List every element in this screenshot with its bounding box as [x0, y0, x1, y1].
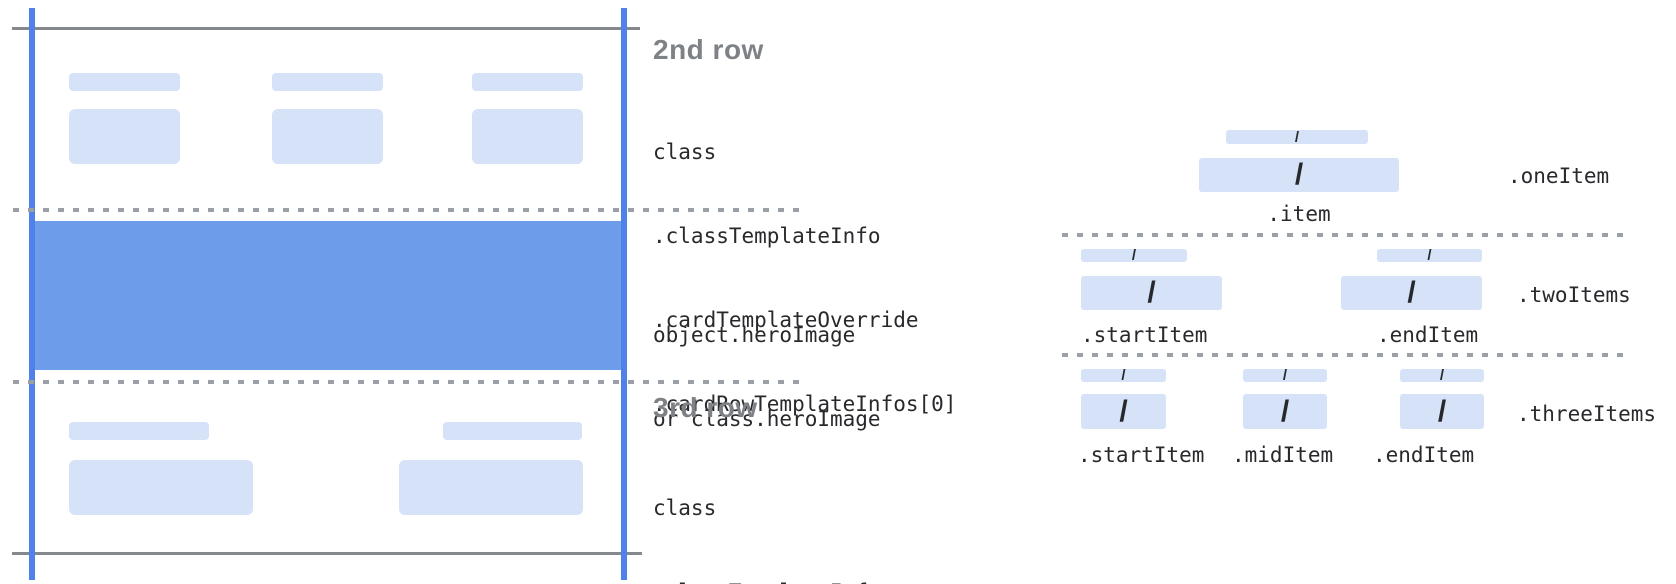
row2-col2-body-placeholder — [272, 109, 383, 164]
two-items-end-body-bar: / — [1341, 276, 1482, 310]
slash-icon: / — [1147, 276, 1156, 309]
three-items-mid-label: .midItem — [1232, 443, 1334, 467]
row3-right-title-placeholder — [443, 422, 582, 440]
one-item-item-label: .item — [1267, 202, 1331, 226]
row2-col1-body-placeholder — [69, 109, 180, 164]
three-items-end-title-bar: / — [1400, 367, 1484, 384]
three-items-end-label: .endItem — [1373, 443, 1475, 467]
hero-code-line-2: or class.heroImage — [653, 407, 881, 431]
row2-code-line-1: class — [653, 140, 717, 164]
row3-code-line-2: .classTemplateInfo — [653, 578, 956, 584]
one-item-label: .oneItem — [1508, 164, 1610, 188]
three-items-label: .threeItems — [1517, 402, 1657, 426]
row2-col1-title-placeholder — [69, 73, 180, 91]
row3-heading: 3rd row — [653, 392, 758, 423]
two-items-start-body-bar: / — [1081, 276, 1222, 310]
two-items-start-title-bar: / — [1081, 247, 1187, 264]
row2-code-line-4: .cardRowTemplateInfos[0] — [653, 392, 957, 416]
row2-heading: 2nd row — [653, 34, 764, 65]
three-items-start-body-bar: / — [1081, 394, 1166, 429]
two-items-end-label: .endItem — [1377, 323, 1479, 347]
row3-code-line-1: class — [653, 496, 717, 520]
hero-row3-dashed-divider — [13, 380, 800, 384]
two-items-start-label: .startItem — [1081, 323, 1208, 347]
slash-icon: / — [1121, 367, 1126, 384]
card-top-boundary-line — [12, 27, 640, 30]
two-items-end-title-bar: / — [1377, 247, 1482, 264]
slash-icon: / — [1280, 394, 1290, 428]
card-left-guide-line — [29, 8, 35, 580]
one-item-title-bar: / — [1226, 128, 1368, 146]
slash-icon: / — [1437, 394, 1447, 428]
slash-icon: / — [1282, 367, 1288, 384]
three-items-start-title-bar: / — [1081, 367, 1166, 384]
slash-icon: / — [1294, 128, 1300, 146]
row3-code-block: class .classTemplateInfo .cardTemplateOv… — [653, 438, 956, 584]
row2-code-line-3: .cardTemplateOverride — [653, 308, 919, 332]
row2-col2-title-placeholder — [272, 73, 383, 91]
three-items-end-body-bar: / — [1400, 394, 1484, 429]
card-right-guide-line — [621, 8, 627, 580]
row3-left-title-placeholder — [69, 422, 209, 440]
row2-col3-body-placeholder — [472, 109, 583, 164]
slash-icon: / — [1439, 367, 1445, 384]
slash-icon: / — [1407, 276, 1416, 309]
three-items-mid-body-bar: / — [1243, 394, 1327, 429]
row2-code-line-2: .classTemplateInfo — [653, 224, 881, 248]
two-items-label: .twoItems — [1517, 283, 1631, 307]
slash-icon: / — [1427, 247, 1432, 264]
three-items-start-label: .startItem — [1078, 443, 1205, 467]
hero-code-line-1: object.heroImage — [653, 323, 856, 347]
slash-icon: / — [1119, 394, 1128, 428]
card-bottom-boundary-line — [12, 552, 642, 555]
three-items-mid-title-bar: / — [1243, 367, 1327, 384]
slash-icon: / — [1131, 247, 1137, 264]
hero-image-block — [35, 221, 621, 370]
slash-icon: / — [1294, 158, 1304, 191]
row2-col3-title-placeholder — [472, 73, 583, 91]
one-item-body-bar: / — [1199, 158, 1399, 192]
row2-hero-dashed-divider — [13, 208, 800, 212]
one-two-items-dashed-divider — [1062, 233, 1632, 237]
row3-right-body-placeholder — [399, 460, 583, 515]
row3-left-body-placeholder — [69, 460, 253, 515]
hero-code-block: object.heroImage or class.heroImage — [653, 265, 881, 489]
row2-code-block: class .classTemplateInfo .cardTemplateOv… — [653, 82, 956, 474]
two-three-items-dashed-divider — [1062, 353, 1632, 357]
